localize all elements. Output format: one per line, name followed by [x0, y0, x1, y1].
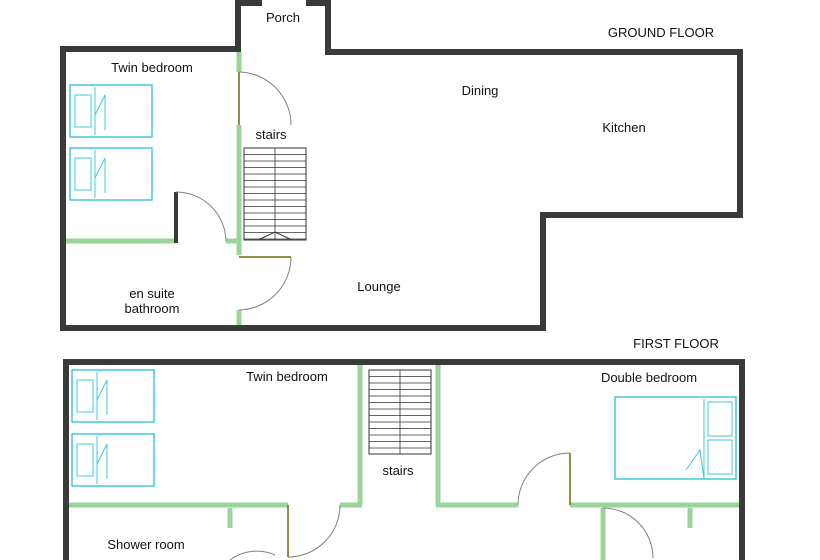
- ground-stairs-treads: [244, 154, 306, 240]
- double-bed-sheet: [685, 448, 705, 480]
- ground-stairs: [243, 147, 307, 241]
- first-bed-2: [71, 433, 155, 487]
- first-floor-heading: FIRST FLOOR: [633, 336, 719, 351]
- first-bed-2-pillow: [76, 443, 94, 477]
- ground-bed-2-pillow: [74, 157, 92, 191]
- ground-twin-bedroom-label: Twin bedroom: [111, 60, 193, 75]
- ground-bed-2-frame: [69, 147, 153, 201]
- ground-floor-outer-wall: [60, 0, 743, 331]
- dining-label: Dining: [462, 83, 499, 98]
- first-stairs-label: stairs: [382, 463, 414, 478]
- kitchen-label: Kitchen: [602, 120, 645, 135]
- double-bed-pillow-2: [707, 439, 733, 475]
- double-bed: [614, 396, 737, 480]
- landing-door-swing: [602, 507, 654, 559]
- double-bedroom-label: Double bedroom: [601, 370, 697, 385]
- ground-stairs-label: stairs: [255, 127, 287, 142]
- lounge-door-swing: [238, 256, 292, 311]
- double-bedroom-door-swing: [517, 452, 571, 506]
- first-bed-2-frame: [71, 433, 155, 487]
- first-bed-1-frame: [71, 369, 155, 423]
- twin-bedroom-door-swing: [287, 504, 341, 558]
- first-bed-1: [71, 369, 155, 423]
- double-bed-frame: [614, 396, 737, 480]
- shower-room-label: Shower room: [107, 537, 184, 552]
- lounge-label: Lounge: [357, 279, 400, 294]
- first-floor-outer-wall: [63, 359, 745, 560]
- porch-label: Porch: [266, 10, 300, 25]
- shower-room-door-swing: [229, 550, 276, 560]
- ground-bed-1-sheet: [94, 94, 106, 130]
- double-bed-pillow-1: [707, 401, 733, 437]
- first-bed-2-sheet: [96, 443, 108, 479]
- first-twin-bedroom-label: Twin bedroom: [246, 369, 328, 384]
- porch-door-swing: [238, 71, 292, 126]
- en-suite-label-line2: bathroom: [125, 301, 180, 316]
- en-suite-door-swing: [175, 191, 227, 242]
- ground-floor-heading: GROUND FLOOR: [608, 25, 714, 40]
- first-stairs: [368, 369, 432, 455]
- first-bed-1-sheet: [96, 379, 108, 415]
- ground-bed-1-frame: [69, 84, 153, 138]
- ground-bed-1-pillow: [74, 94, 92, 128]
- first-floor: FIRST FLOOR Twin bedroom Double bedroom …: [63, 336, 745, 560]
- first-stairs-treads: [369, 376, 431, 449]
- ground-floor: GROUND FLOOR Porch Twin bedroom Dining K…: [60, 0, 743, 331]
- ground-bed-2: [69, 147, 153, 201]
- ground-stairs-arrow: [257, 231, 293, 241]
- ground-bed-1: [69, 84, 153, 138]
- en-suite-label-line1: en suite: [129, 286, 175, 301]
- ground-bed-2-sheet: [94, 157, 106, 193]
- first-bed-1-pillow: [76, 379, 94, 413]
